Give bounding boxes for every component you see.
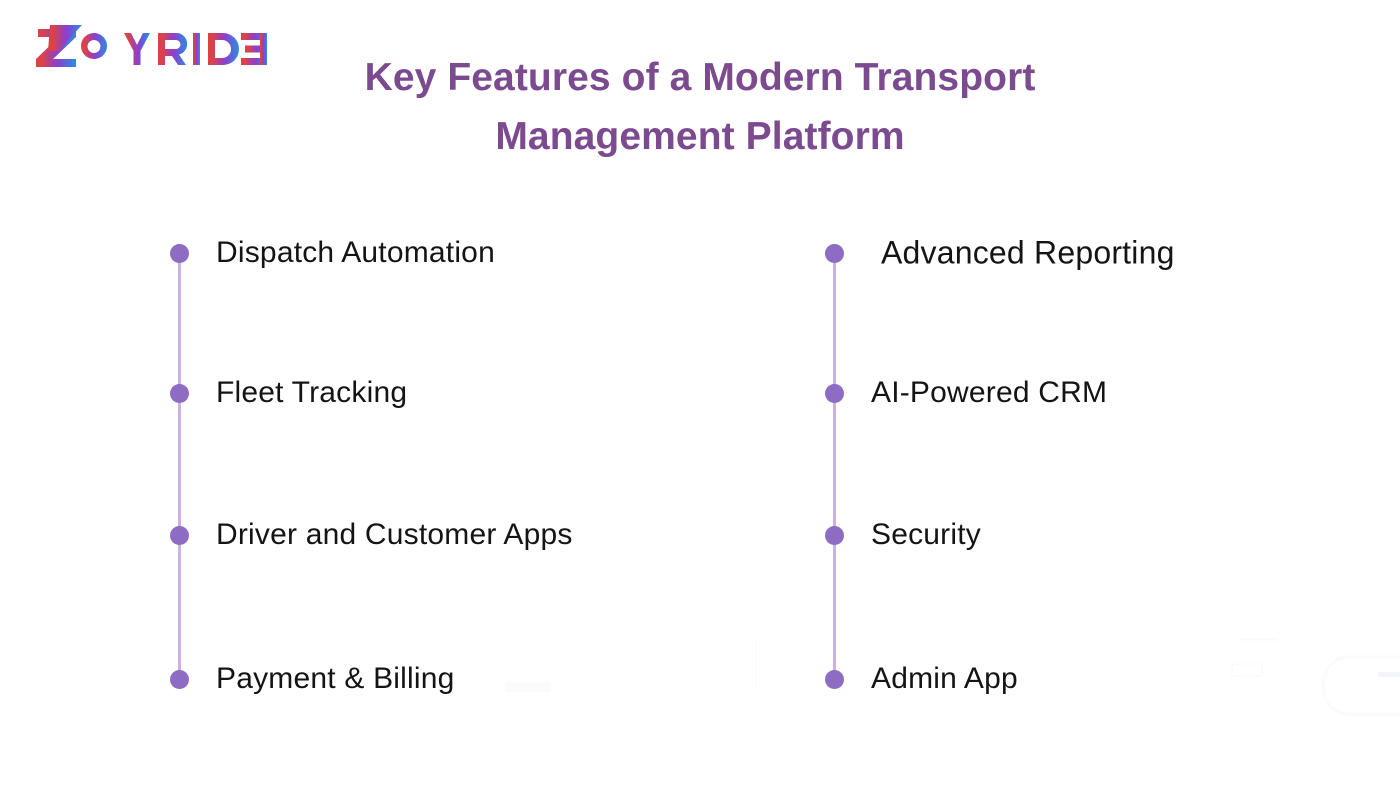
bullet-dot-icon: [170, 669, 189, 689]
feature-label: Dispatch Automation: [216, 236, 495, 269]
bullet-dot-icon: [170, 383, 189, 403]
timeline-spine-left: [178, 253, 181, 679]
feature-label: Payment & Billing: [216, 662, 455, 695]
feature-column-right: Advanced Reporting AI-Powered CRM Securi…: [805, 218, 1400, 718]
page-title-line-2: Management Platform: [495, 115, 905, 158]
page-title-line-1: Key Features of a Modern Transport: [364, 56, 1036, 99]
feature-label: Security: [871, 518, 981, 551]
feature-columns: Dispatch Automation Fleet Tracking Drive…: [0, 218, 1400, 718]
bullet-dot-icon: [825, 243, 844, 263]
zoyride-logo-icon: [36, 25, 267, 67]
bullet-dot-icon: [170, 243, 189, 263]
feature-label: AI-Powered CRM: [871, 376, 1108, 409]
feature-label: Driver and Customer Apps: [216, 518, 573, 551]
bullet-dot-icon: [825, 525, 844, 545]
bullet-dot-icon: [825, 383, 844, 403]
feature-label: Fleet Tracking: [216, 376, 408, 409]
feature-label: Admin App: [871, 662, 1018, 695]
feature-label: Advanced Reporting: [881, 234, 1175, 271]
brand-logo[interactable]: [32, 18, 272, 76]
bullet-dot-icon: [825, 669, 844, 689]
feature-column-left: Dispatch Automation Fleet Tracking Drive…: [150, 218, 750, 718]
timeline-spine-right: [833, 253, 836, 679]
bullet-dot-icon: [170, 525, 189, 545]
page-title: Key Features of a Modern Transport Manag…: [250, 48, 1150, 166]
